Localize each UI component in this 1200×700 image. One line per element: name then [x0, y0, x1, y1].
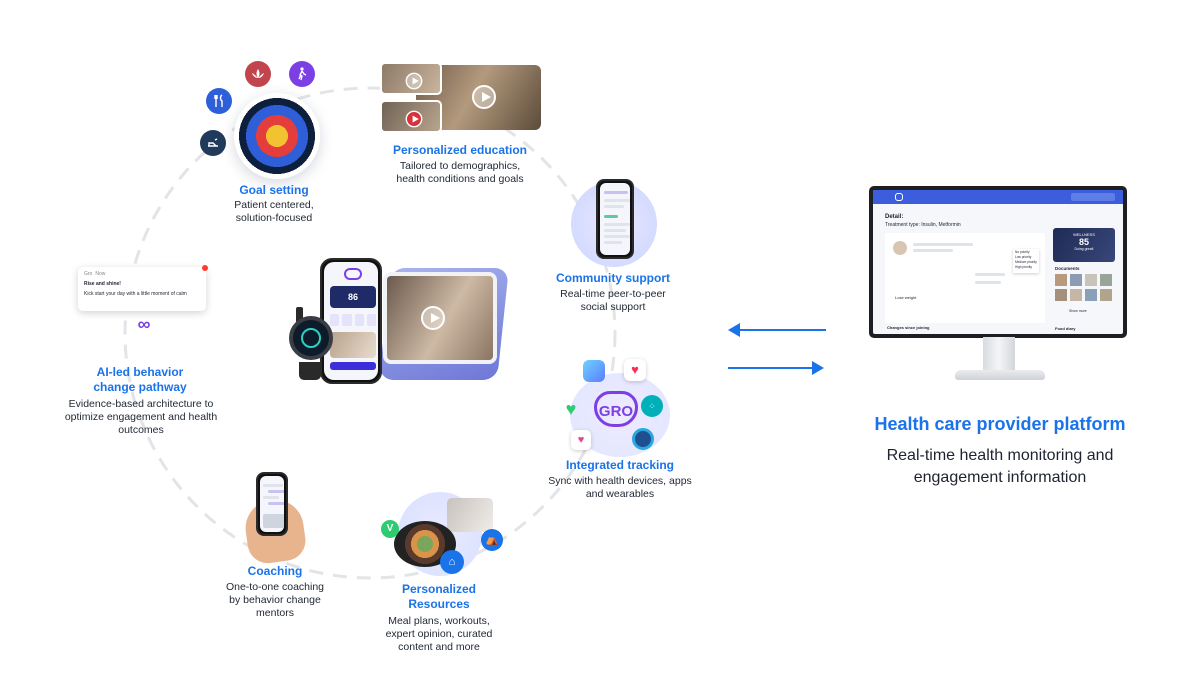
play-icon[interactable] [405, 72, 423, 90]
sync-arrows [728, 323, 826, 375]
notification-message: Kick start your day with a little moment… [84, 291, 187, 297]
sleep-icon [200, 130, 226, 156]
walking-icon [289, 61, 315, 87]
gro-logo: GRO [594, 391, 638, 427]
monitor-stand [983, 337, 1015, 371]
watch-strap [296, 307, 303, 323]
education-desc: Tailored to demographics, health conditi… [396, 160, 524, 185]
play-icon[interactable] [472, 85, 496, 109]
resources-title: Personalized Resources [401, 582, 477, 611]
workout-image [447, 498, 493, 532]
provider-monitor: Detail: Treatment type: Insulin, Metform… [869, 186, 1127, 338]
ai-pathway-title: AI-led behavior change pathway [93, 365, 187, 394]
fitbit-icon: ⁘ [641, 395, 663, 417]
play-icon[interactable] [405, 110, 423, 128]
gro-logo-small [895, 193, 903, 201]
priority-dropdown[interactable]: No priority Low priority Medium priority… [1013, 249, 1039, 273]
community-title: Community support [556, 271, 670, 285]
monitor-base [955, 370, 1045, 380]
priority-option[interactable]: Medium priority [1015, 260, 1037, 264]
treatment-type: Treatment type: Insulin, Metformin [885, 222, 961, 228]
notification-heading: Rise and shine! [84, 281, 121, 287]
wellness-label: WELLNESS [1073, 232, 1095, 237]
wellness-score: 85 [1078, 237, 1089, 247]
gro-logo-small [344, 268, 362, 280]
platform-header-bar [873, 190, 1123, 204]
notification-dot [202, 265, 208, 271]
watch-strap [299, 362, 321, 380]
goal-target-icon [234, 93, 320, 179]
coaching-desc: One-to-one coaching by behavior change m… [225, 581, 325, 619]
heart-app-icon: ♥ [565, 399, 577, 419]
notification-app-name: Gro [84, 271, 93, 277]
goal-value: Lose weight [895, 295, 917, 300]
play-icon[interactable] [421, 306, 445, 330]
coaching-title: Coaching [247, 564, 303, 578]
resources-desc: Meal plans, workouts, expert opinion, cu… [385, 615, 493, 653]
detail-label: Detail: [885, 214, 904, 220]
google-fit-icon: ♥ [571, 430, 591, 450]
food-icon [206, 88, 232, 114]
chef-icon: ⌂ [440, 550, 464, 574]
phone-cta-button[interactable] [330, 362, 376, 370]
documents-grid [1055, 274, 1113, 301]
avatar [893, 241, 907, 255]
goal-setting-title: Goal setting [239, 183, 309, 197]
platform-search[interactable] [1071, 193, 1115, 201]
ai-pathway-desc: Evidence-based architecture to optimize … [64, 398, 218, 436]
vegan-icon: V [381, 520, 399, 538]
food-diary-label: Food diary [1055, 326, 1076, 331]
device-app-icon [632, 428, 654, 450]
patient-card: Lose weight No priority Low priority Med… [885, 233, 1045, 323]
documents-label: Documents [1055, 266, 1080, 271]
notification-time: Now [95, 271, 106, 277]
infinity-icon: ∞ [137, 314, 151, 334]
platform-title: Health care provider platform [874, 414, 1126, 434]
meditation-icon: ⛺ [481, 529, 503, 551]
main-phone: 86 [320, 258, 382, 384]
goal-setting-desc: Patient centered, solution-focused [234, 199, 314, 224]
priority-option[interactable]: Low priority [1015, 255, 1032, 259]
arrow-right-icon [812, 361, 824, 375]
wellness-card: WELLNESS 85 Doing great! [1053, 228, 1115, 262]
arrow-left-icon [728, 323, 740, 337]
lotus-icon [245, 61, 271, 87]
phone-video-card [330, 332, 376, 358]
tracking-desc: Sync with health devices, apps and weara… [548, 475, 692, 500]
smart-display [383, 272, 497, 364]
community-phone [596, 179, 634, 259]
changes-label: Changes since joining [887, 325, 930, 330]
notification-card[interactable]: Gro Now Rise and shine! Kick start your … [78, 265, 208, 311]
education-title: Personalized education [392, 143, 528, 157]
priority-option[interactable]: No priority [1015, 250, 1030, 254]
education-video-thumb[interactable] [380, 62, 442, 95]
priority-option[interactable]: High priority [1015, 265, 1033, 269]
wellness-note: Doing great! [1074, 247, 1094, 251]
education-video-thumb[interactable] [380, 100, 442, 133]
health-app-icon [583, 360, 605, 382]
show-more-link[interactable]: Show more [1069, 309, 1087, 313]
platform-desc: Real-time health monitoring and engageme… [886, 447, 1114, 486]
apple-health-icon: ♥ [624, 359, 646, 381]
community-desc: Real-time peer-to-peer social support [560, 288, 666, 313]
tracking-title: Integrated tracking [565, 458, 675, 472]
coaching-phone [256, 472, 288, 536]
phone-score: 86 [330, 286, 376, 308]
smartwatch [289, 316, 333, 360]
